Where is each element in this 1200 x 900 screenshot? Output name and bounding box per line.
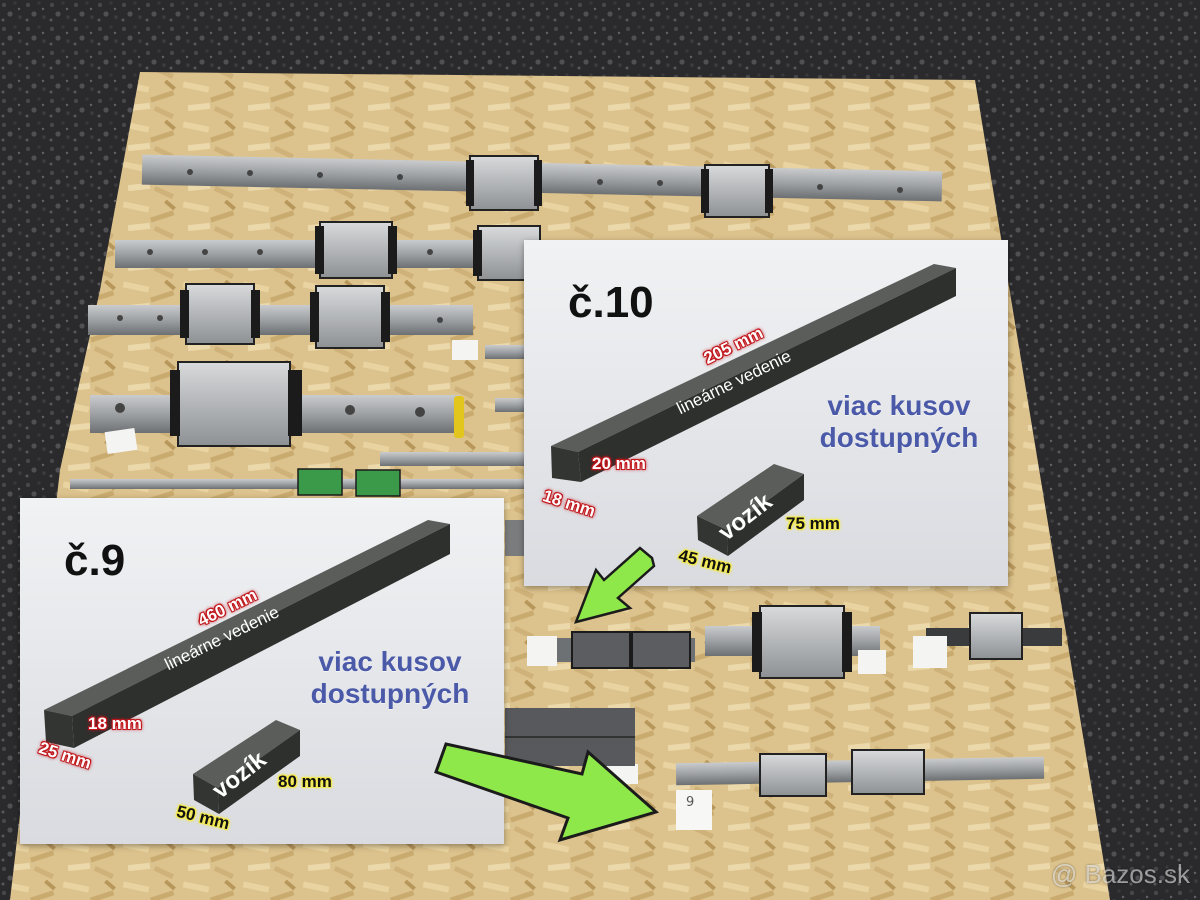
rail-carriage — [701, 164, 773, 218]
linear-rail — [505, 708, 635, 766]
paper-tag — [913, 636, 947, 668]
rail-3d-illustration — [551, 264, 956, 556]
width-dimension: 20 mm — [592, 454, 646, 473]
watermark: @ Bazos.sk — [1050, 859, 1190, 889]
product-panel-10: č.10 lineárne vedenie 205 mm 20 mm 18 mm… — [524, 240, 1008, 586]
linear-rail — [505, 520, 527, 556]
note-line: dostupných — [310, 678, 470, 709]
note-line: dostupných — [819, 422, 979, 453]
linear-rail — [545, 631, 695, 669]
linear-rail — [495, 398, 525, 412]
product-panel-9: č.9 lineárne vedenie 460 mm 18 mm 25 mm … — [20, 498, 504, 844]
paper-tag — [600, 764, 638, 784]
rail-carriage — [310, 285, 390, 349]
panel-title: č.10 — [568, 278, 654, 327]
width-dimension: 18 mm — [88, 714, 142, 733]
linear-rail — [485, 345, 525, 359]
panel-title: č.9 — [64, 536, 126, 585]
availability-note: viac kusov dostupných — [290, 646, 490, 710]
paper-tag — [104, 428, 138, 454]
linear-rail — [675, 749, 1045, 797]
linear-rail — [70, 468, 525, 497]
linear-rail — [705, 605, 880, 679]
note-line: viac kusov — [318, 646, 462, 677]
availability-note: viac kusov dostupných — [804, 390, 994, 454]
rail-carriage — [180, 283, 260, 345]
tag-number: 9 — [686, 795, 694, 810]
carriage-length-dimension: 75 mm — [786, 514, 840, 533]
linear-rail — [88, 305, 473, 335]
linear-rail — [380, 452, 525, 466]
carriage-length-dimension: 80 mm — [278, 772, 332, 791]
paper-tag — [858, 650, 886, 674]
paper-tag — [676, 790, 712, 830]
rail-carriage — [170, 361, 302, 447]
linear-rail — [926, 612, 1062, 660]
note-line: viac kusov — [827, 390, 971, 421]
rail-carriage — [315, 221, 397, 279]
paper-tag — [452, 340, 478, 360]
rail-carriage — [466, 155, 542, 211]
rail-3d-illustration — [44, 520, 450, 814]
paper-tag — [527, 636, 557, 666]
